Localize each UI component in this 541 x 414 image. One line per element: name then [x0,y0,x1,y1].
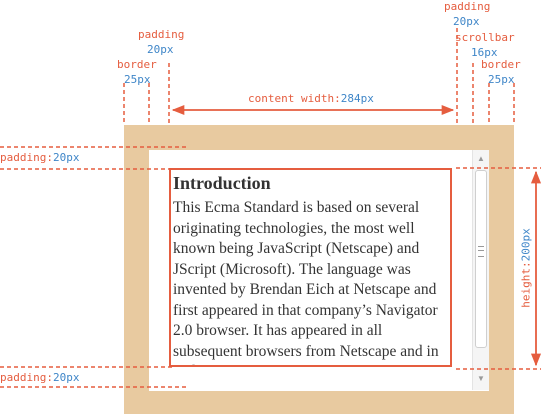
scrollbar-grip-icon [478,246,484,257]
content-heading: Introduction [173,173,271,193]
padding-top-label: padding:20px [0,151,80,164]
scrollbar-thumb[interactable] [475,170,487,348]
padding-area [149,150,489,391]
scroll-up-arrow-icon[interactable]: ▲ [477,154,485,163]
padding-right-label: padding 20px [444,0,491,28]
border-right-label: border 25px [481,58,521,86]
border-left-label: border 25px [117,58,157,86]
padding-left-label: padding 20px [138,28,185,56]
content-text-block: Introduction This Ecma Standard is based… [171,170,450,365]
content-width-label: content width:284px [248,92,374,105]
scrollbar-label: scrollbar 16px [455,31,515,59]
content-paragraph: This Ecma Standard is based on several o… [173,199,439,365]
content-area: Introduction This Ecma Standard is based… [169,168,452,367]
padding-bottom-label: padding:20px [0,371,80,384]
height-label: height:200px [519,228,533,308]
scrollbar[interactable]: ▲ ▼ [472,150,489,390]
scroll-down-arrow-icon[interactable]: ▼ [477,374,485,383]
